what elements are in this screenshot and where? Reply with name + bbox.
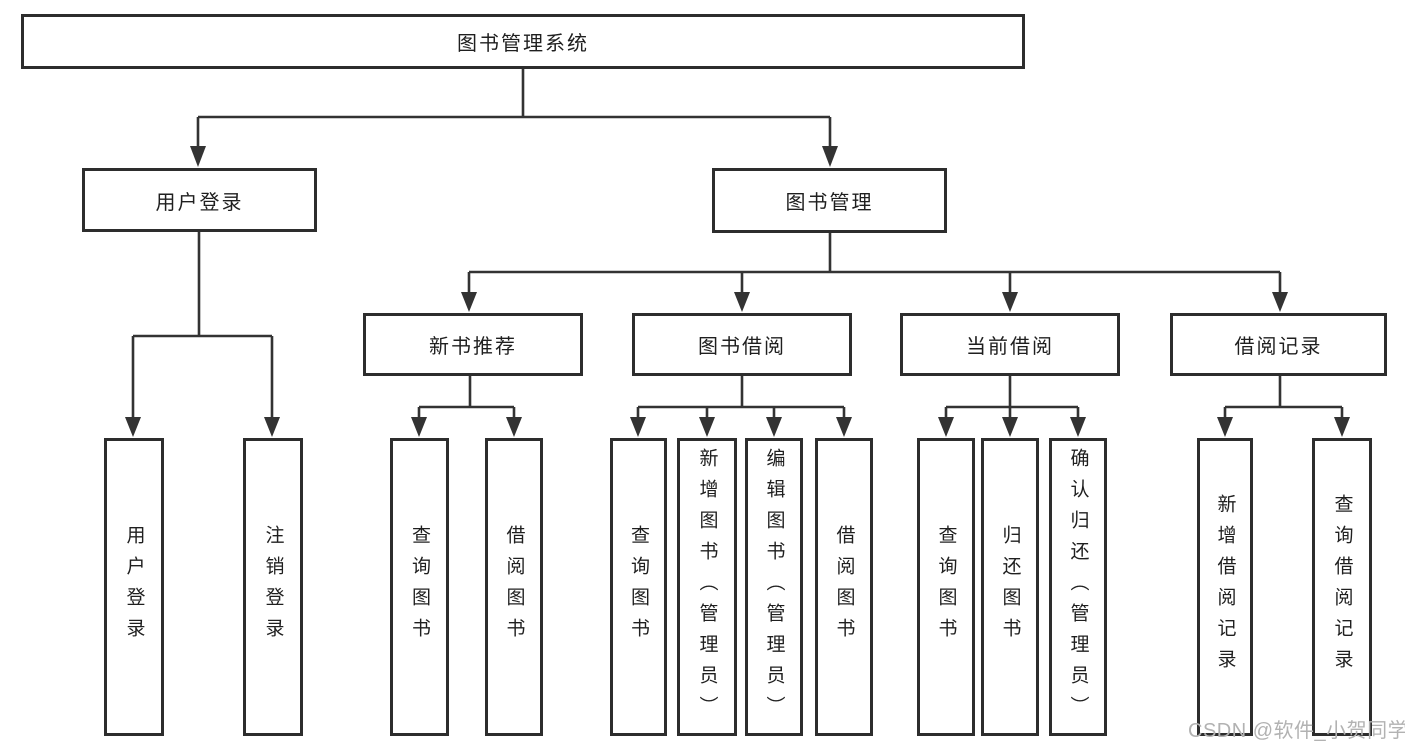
leaf-user-login: 用户登录 — [104, 438, 164, 736]
node-root: 图书管理系统 — [21, 14, 1025, 69]
leaf-records-add-record-label: 新增借阅记录 — [1214, 494, 1236, 680]
leaf-borrowing-borrow-books-label: 借阅图书 — [833, 525, 855, 649]
node-new-book-recommend: 新书推荐 — [363, 313, 583, 376]
leaf-current-confirm-return-admin-label: 确认归还（管理员） — [1067, 447, 1089, 727]
watermark: CSDN @软件_小贺同学 — [1188, 720, 1405, 742]
arrowhead-icons — [125, 146, 1350, 437]
node-user-login: 用户登录 — [82, 168, 317, 232]
node-book-borrowing: 图书借阅 — [632, 313, 852, 376]
leaf-current-query-books: 查询图书 — [917, 438, 975, 736]
leaf-records-query-record: 查询借阅记录 — [1312, 438, 1372, 736]
node-new-book-recommend-label: 新书推荐 — [429, 336, 517, 358]
node-borrowing-records: 借阅记录 — [1170, 313, 1387, 376]
leaf-user-login-label: 用户登录 — [123, 525, 145, 649]
leaf-recommend-query-books-label: 查询图书 — [409, 525, 430, 649]
tree-edges — [131, 69, 1344, 418]
node-current-borrowing: 当前借阅 — [900, 313, 1120, 376]
leaf-logout-login-label: 注销登录 — [262, 525, 284, 649]
leaf-logout-login: 注销登录 — [243, 438, 303, 736]
node-borrowing-records-label: 借阅记录 — [1234, 336, 1323, 358]
leaf-records-query-record-label: 查询借阅记录 — [1331, 494, 1353, 680]
leaf-recommend-borrow-books: 借阅图书 — [485, 438, 543, 736]
leaf-borrowing-query-books: 查询图书 — [610, 438, 667, 736]
leaf-borrowing-edit-books-admin: 编辑图书（管理员） — [745, 438, 803, 736]
node-root-label: 图书管理系统 — [457, 33, 589, 55]
leaf-current-confirm-return-admin: 确认归还（管理员） — [1049, 438, 1107, 736]
node-book-borrowing-label: 图书借阅 — [698, 336, 786, 358]
leaf-records-add-record: 新增借阅记录 — [1197, 438, 1253, 736]
node-book-management-label: 图书管理 — [785, 192, 874, 214]
leaf-borrowing-add-books-admin: 新增图书（管理员） — [677, 438, 737, 736]
leaf-current-return-books: 归还图书 — [981, 438, 1039, 736]
node-book-management: 图书管理 — [712, 168, 947, 233]
leaf-borrowing-borrow-books: 借阅图书 — [815, 438, 873, 736]
leaf-recommend-query-books: 查询图书 — [390, 438, 449, 736]
leaf-recommend-borrow-books-label: 借阅图书 — [503, 525, 525, 649]
node-user-login-label: 用户登录 — [155, 191, 244, 214]
leaf-current-return-books-label: 归还图书 — [999, 525, 1021, 649]
node-current-borrowing-label: 当前借阅 — [966, 336, 1054, 358]
leaf-borrowing-add-books-admin-label: 新增图书（管理员） — [696, 447, 718, 727]
leaf-borrowing-query-books-label: 查询图书 — [628, 525, 649, 649]
leaf-borrowing-edit-books-admin-label: 编辑图书（管理员） — [763, 447, 785, 727]
leaf-current-query-books-label: 查询图书 — [935, 525, 957, 649]
